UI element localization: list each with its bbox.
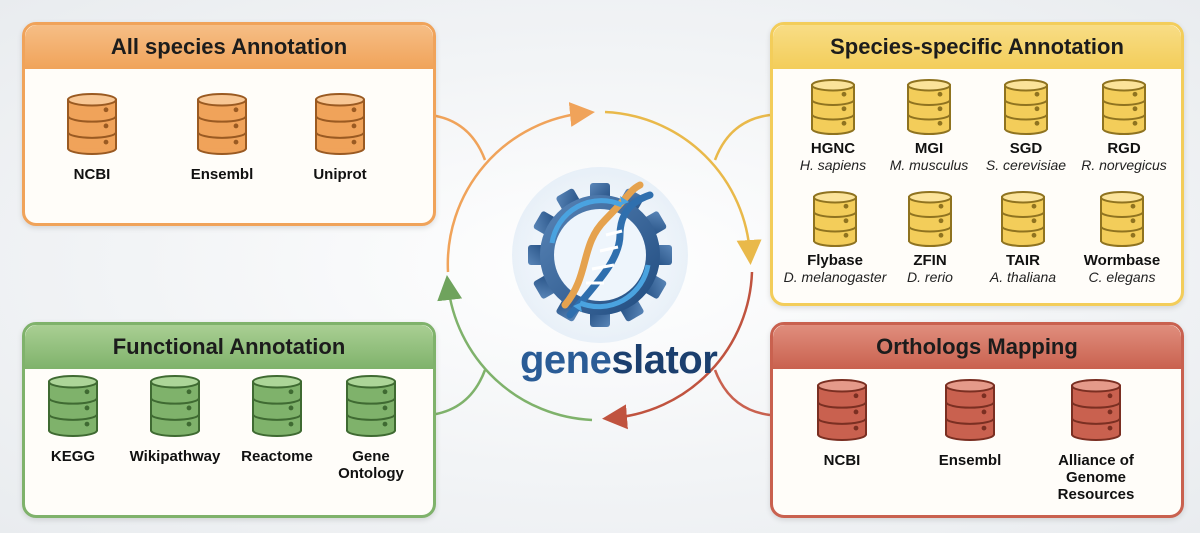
database-flybase: Flybase D. melanogaster [780, 190, 890, 286]
cycle-arc-bottom-right [602, 271, 754, 430]
database-label: NCBI [73, 166, 111, 183]
connector-functional [429, 369, 487, 417]
database-icon [817, 379, 867, 442]
species-name: H. sapiens [799, 157, 867, 173]
database-label: SGD [1009, 140, 1043, 157]
database-label-line3: Resources [1057, 486, 1135, 503]
species-name: D. melanogaster [783, 269, 887, 285]
database-ncbi: NCBI [52, 92, 132, 183]
database-label: Alliance of [1058, 452, 1134, 469]
database-label: Wormbase [1083, 252, 1161, 269]
panel-title: Orthologs Mapping [876, 334, 1078, 359]
database-label: Wikipathway [129, 448, 221, 465]
database-icon [315, 93, 365, 156]
database-label: ZFIN [913, 252, 947, 269]
brand-part-gene: gene [520, 338, 612, 382]
panel-title: Functional Annotation [112, 334, 346, 359]
panel-species-specific-annotation: Species-specific Annotation [770, 22, 1184, 306]
database-icon [1102, 79, 1146, 135]
species-name: S. cerevisiae [985, 157, 1067, 173]
species-name: R. norvegicus [1081, 157, 1167, 173]
database-label: KEGG [50, 448, 96, 465]
database-tair: TAIR A. thaliana [976, 190, 1070, 286]
database-mgi: MGI M. musculus [882, 78, 976, 174]
database-label: NCBI [823, 452, 861, 469]
database-label: Reactome [241, 448, 313, 465]
database-ensembl-orthologs: Ensembl [930, 378, 1010, 469]
panel-header: Functional Annotation [25, 325, 433, 369]
panel-header: Species-specific Annotation [773, 25, 1181, 69]
database-gene-ontology: Gene Ontology [326, 374, 416, 482]
database-icon [813, 191, 857, 247]
database-label: Ensembl [190, 166, 254, 183]
database-label: MGI [914, 140, 944, 157]
database-rgd: RGD R. norvegicus [1074, 78, 1174, 174]
species-name: M. musculus [889, 157, 969, 173]
database-icon [1071, 379, 1121, 442]
database-reactome: Reactome [234, 374, 320, 465]
database-icon [811, 79, 855, 135]
database-label-line2: Genome [1065, 469, 1126, 486]
species-name: D. rerio [907, 269, 953, 285]
brand-name: geneslator [520, 338, 718, 383]
database-wormbase: Wormbase C. elegans [1072, 190, 1172, 286]
panel-title: Species-specific Annotation [830, 34, 1124, 59]
database-label: Ensembl [938, 452, 1002, 469]
species-name: C. elegans [1088, 269, 1156, 285]
species-name: A. thaliana [989, 269, 1057, 285]
database-sgd: SGD S. cerevisiae [976, 78, 1076, 174]
brand-part-slator: slator [611, 338, 718, 382]
database-icon [1004, 79, 1048, 135]
database-label: HGNC [810, 140, 856, 157]
database-label-line2: Ontology [338, 465, 404, 482]
database-label: RGD [1107, 140, 1141, 157]
database-label: Flybase [807, 252, 863, 269]
connector-orthologs [713, 369, 771, 417]
database-icon [346, 375, 396, 438]
database-icon [197, 93, 247, 156]
connector-species-specific [713, 113, 771, 161]
database-icon [150, 375, 200, 438]
panel-title: All species Annotation [110, 34, 348, 59]
database-icon [908, 191, 952, 247]
database-label: TAIR [1006, 252, 1040, 269]
database-icon [945, 379, 995, 442]
database-icon [1001, 191, 1045, 247]
database-zfin: ZFIN D. rerio [888, 190, 972, 286]
database-kegg: KEGG [38, 374, 108, 465]
database-uniprot: Uniprot [300, 92, 380, 183]
database-icon [907, 79, 951, 135]
panel-header: Orthologs Mapping [773, 325, 1181, 369]
database-label: Uniprot [313, 166, 367, 183]
database-wikipathway: Wikipathway [120, 374, 230, 465]
database-icon [67, 93, 117, 156]
database-alliance-of-genome-resources: Alliance of Genome Resources [1036, 378, 1156, 503]
connector-all-species [429, 113, 487, 161]
panel-header: All species Annotation [25, 25, 433, 69]
gear-dna-icon [512, 167, 688, 343]
database-ncbi-orthologs: NCBI [802, 378, 882, 469]
database-icon [1100, 191, 1144, 247]
cycle-arc-top-right [604, 110, 762, 265]
cycle-arc-top-left [446, 102, 595, 273]
database-icon [48, 375, 98, 438]
database-hgnc: HGNC H. sapiens [786, 78, 880, 174]
database-icon [252, 375, 302, 438]
database-label: Gene [352, 448, 390, 465]
database-ensembl: Ensembl [182, 92, 262, 183]
cycle-arc-bottom-left [437, 275, 593, 422]
